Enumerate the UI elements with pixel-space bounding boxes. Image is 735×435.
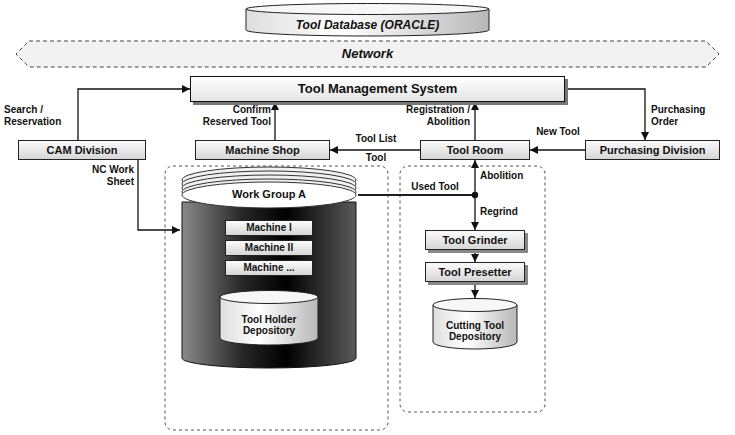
cylinder-top (433, 299, 517, 312)
flow-arrow (330, 149, 420, 150)
node-text: Tool Holder Depository (225, 314, 313, 337)
grinder-box: Tool Grinder (425, 230, 525, 250)
work-group-body (182, 202, 356, 368)
presetter-box: Tool Presetter (425, 262, 525, 282)
edge-label: Confirm Reserved Tool (193, 104, 271, 127)
flow-arrow (474, 102, 475, 140)
work-group-stack: Work Group A Machine I Machine II Machine .… (180, 168, 358, 368)
division-box: Purchasing Division (585, 140, 720, 160)
node-text: Purchasing Division (600, 144, 706, 157)
division-box: CAM Division (18, 140, 146, 160)
edge-label: Registration / Abolition (388, 104, 470, 127)
node-text: Tool Grinder (442, 234, 507, 247)
depository-cylinder: Cutting Tool Depository (432, 298, 518, 350)
node-text: Machine I (246, 222, 292, 234)
flow-arrow (358, 195, 475, 230)
flow-label: Tool (350, 152, 402, 164)
edge-label: Purchasing Order (651, 104, 723, 127)
junction-dot (472, 192, 478, 198)
flow-arrow (274, 102, 275, 140)
node-text: Tool Room (447, 144, 504, 157)
node-text: CAM Division (47, 144, 118, 157)
node-text: Network (342, 47, 393, 62)
node-text: Work Group A (232, 188, 306, 201)
machine-box: Machine II (225, 240, 313, 256)
system-box: Tool Management System (190, 76, 565, 102)
node-text: Machine ... (243, 262, 294, 274)
flow-arrow (474, 282, 475, 298)
edge-label: New Tool (531, 126, 585, 138)
machine-shop-region (165, 166, 388, 430)
node-text: Cutting Tool Depository (438, 320, 512, 343)
depository-cylinder: Tool Holder Depository (219, 290, 319, 346)
cylinder-body (220, 297, 318, 345)
node-text: Tool Management System (298, 82, 457, 97)
tool-room-region (400, 166, 545, 412)
edge-label: Abolition (480, 170, 540, 182)
flow-arrow (474, 250, 475, 262)
flow-arrow (138, 160, 180, 230)
tool-room-box: Tool Room (420, 140, 530, 160)
work-group-disk (182, 182, 356, 208)
flow-arrow (78, 89, 190, 140)
network-band: Network (15, 40, 720, 68)
node-text: Machine Shop (225, 144, 300, 157)
network-outline (16, 41, 719, 67)
cylinder-top (246, 4, 489, 15)
flow-arrow (358, 160, 475, 195)
machine-box: Machine ... (225, 260, 313, 276)
shop-box: Machine Shop (195, 140, 330, 160)
edge-label: Tool List (345, 133, 407, 145)
machine-box: Machine I (225, 220, 313, 236)
edge-label: NC Work Sheet (70, 164, 134, 187)
edge-label: Regrind (480, 206, 530, 218)
flow-label: Used Tool (405, 181, 465, 193)
edge-label: Search / Reservation (4, 104, 76, 127)
node-text: Tool Presetter (438, 266, 511, 279)
flow-arrow (530, 149, 585, 150)
node-text: Machine II (245, 242, 293, 254)
database-cylinder: Tool Database (ORACLE) (245, 3, 490, 37)
node-text: Tool Database (ORACLE) (296, 19, 440, 33)
cylinder-top (220, 291, 318, 304)
